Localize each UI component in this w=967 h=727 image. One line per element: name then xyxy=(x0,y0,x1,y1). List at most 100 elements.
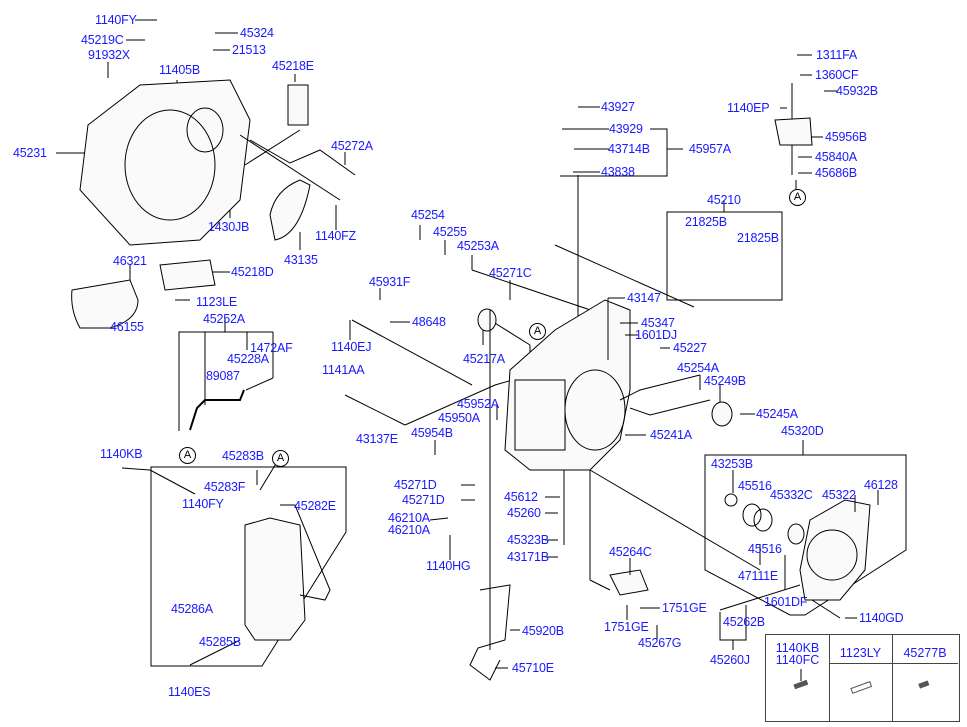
part-label[interactable]: 45285B xyxy=(199,635,241,649)
part-label[interactable]: 45347 xyxy=(641,316,675,330)
reference-marker-a: A xyxy=(789,189,806,206)
part-label[interactable]: 45516 xyxy=(738,479,772,493)
part-label[interactable]: 89087 xyxy=(206,369,240,383)
part-label[interactable]: 45262B xyxy=(723,615,765,629)
part-label[interactable]: 45217A xyxy=(463,352,505,366)
part-label[interactable]: 45252A xyxy=(203,312,245,326)
part-label[interactable]: 45286A xyxy=(171,602,213,616)
reference-marker-a: A xyxy=(179,447,196,464)
part-label[interactable]: 1140FY xyxy=(95,13,137,27)
part-label[interactable]: 45710E xyxy=(512,661,554,675)
part-label[interactable]: 45260 xyxy=(507,506,541,520)
part-label[interactable]: 45283F xyxy=(204,480,246,494)
part-label[interactable]: 43147 xyxy=(627,291,661,305)
part-label[interactable]: 1751GE xyxy=(662,601,707,615)
part-label[interactable]: 43137E xyxy=(356,432,398,446)
part-label[interactable]: 45920B xyxy=(522,624,564,638)
part-label[interactable]: 45271C xyxy=(489,266,532,280)
part-label[interactable]: 91932X xyxy=(88,48,130,62)
part-label[interactable]: 43171B xyxy=(507,550,549,564)
part-label[interactable]: 43838 xyxy=(601,165,635,179)
part-label[interactable]: 1123LE xyxy=(196,295,237,309)
part-label[interactable]: 21825B xyxy=(737,231,779,245)
part-label[interactable]: 45245A xyxy=(756,407,798,421)
part-label[interactable]: 45320D xyxy=(781,424,824,438)
part-label[interactable]: 45260J xyxy=(710,653,750,667)
bolt-icon xyxy=(918,680,930,689)
reference-marker-a: A xyxy=(272,450,289,467)
part-label[interactable]: 45271D xyxy=(394,478,437,492)
part-label[interactable]: 1140EJ xyxy=(331,340,372,354)
part-label[interactable]: 1140EP xyxy=(727,101,770,115)
fastener-part-number[interactable]: 1140FC xyxy=(775,653,820,667)
fastener-part-number[interactable]: 1140KB xyxy=(775,641,820,655)
part-label[interactable]: 1141AA xyxy=(322,363,365,377)
part-label[interactable]: 1140FZ xyxy=(315,229,356,243)
part-label[interactable]: 43927 xyxy=(601,100,635,114)
part-label[interactable]: 45219C xyxy=(81,33,124,47)
part-label[interactable]: 45332C xyxy=(770,488,813,502)
part-label[interactable]: 1472AF xyxy=(250,341,293,355)
part-label[interactable]: 46321 xyxy=(113,254,147,268)
part-label[interactable]: 11405B xyxy=(159,63,200,77)
part-label[interactable]: 45254 xyxy=(411,208,445,222)
part-label[interactable]: 1430JB xyxy=(208,220,250,234)
part-label[interactable]: 45282E xyxy=(294,499,336,513)
part-label[interactable]: 45253A xyxy=(457,239,499,253)
part-label[interactable]: 45324 xyxy=(240,26,274,40)
part-label[interactable]: 46128 xyxy=(864,478,898,492)
part-label[interactable]: 45323B xyxy=(507,533,549,547)
part-label[interactable]: 1311FA xyxy=(816,48,857,62)
part-label[interactable]: 43929 xyxy=(609,122,643,136)
part-label[interactable]: 1601DJ xyxy=(635,328,677,342)
part-label[interactable]: 1140ES xyxy=(168,685,211,699)
part-label[interactable]: 43253B xyxy=(711,457,753,471)
part-label[interactable]: 45954B xyxy=(411,426,453,440)
part-label[interactable]: 45952A xyxy=(457,397,499,411)
part-label[interactable]: 45255 xyxy=(433,225,467,239)
part-label[interactable]: 45956B xyxy=(825,130,867,144)
part-label[interactable]: 21513 xyxy=(232,43,266,57)
fastener-part-number[interactable]: 45277B xyxy=(903,646,947,660)
part-label[interactable]: 45283B xyxy=(222,449,264,463)
part-label[interactable]: 45227 xyxy=(673,341,707,355)
reference-marker-a: A xyxy=(529,323,546,340)
part-label[interactable]: 45957A xyxy=(689,142,731,156)
part-label[interactable]: 43135 xyxy=(284,253,318,267)
part-label[interactable]: 45241A xyxy=(650,428,692,442)
part-label[interactable]: 45231 xyxy=(13,146,47,160)
part-label[interactable]: 45931F xyxy=(369,275,411,289)
part-label[interactable]: 43714B xyxy=(608,142,650,156)
part-label[interactable]: 1751GE xyxy=(604,620,649,634)
part-label[interactable]: 46155 xyxy=(110,320,144,334)
part-label[interactable]: 45228A xyxy=(227,352,269,366)
part-label[interactable]: 45612 xyxy=(504,490,538,504)
part-label[interactable]: 1140FY xyxy=(182,497,224,511)
part-label[interactable]: 45264C xyxy=(609,545,652,559)
part-label[interactable]: 1140HG xyxy=(426,559,471,573)
part-label[interactable]: 45210 xyxy=(707,193,741,207)
part-label[interactable]: 45272A xyxy=(331,139,373,153)
part-label[interactable]: 46210A xyxy=(388,511,430,525)
part-label[interactable]: 45950A xyxy=(438,411,480,425)
part-label[interactable]: 45218D xyxy=(231,265,274,279)
part-label[interactable]: 48648 xyxy=(412,315,446,329)
part-label[interactable]: 1601DF xyxy=(764,595,808,609)
part-label[interactable]: 47111E xyxy=(738,569,779,583)
part-label[interactable]: 45322 xyxy=(822,488,856,502)
part-label[interactable]: 45254A xyxy=(677,361,719,375)
part-label[interactable]: 21825B xyxy=(685,215,727,229)
part-label[interactable]: 1140GD xyxy=(859,611,904,625)
part-label[interactable]: 45686B xyxy=(815,166,857,180)
part-label[interactable]: 45271D xyxy=(402,493,445,507)
part-label[interactable]: 45932B xyxy=(836,84,878,98)
part-label[interactable]: 1360CF xyxy=(815,68,859,82)
part-label[interactable]: 45516 xyxy=(748,542,782,556)
fastener-part-number[interactable]: 1123LY xyxy=(839,646,882,660)
part-label[interactable]: 45218E xyxy=(272,59,314,73)
part-label[interactable]: 45840A xyxy=(815,150,857,164)
part-label[interactable]: 46210A xyxy=(388,523,430,537)
part-label[interactable]: 45249B xyxy=(704,374,746,388)
part-label[interactable]: 45267G xyxy=(638,636,682,650)
part-label[interactable]: 1140KB xyxy=(100,447,143,461)
